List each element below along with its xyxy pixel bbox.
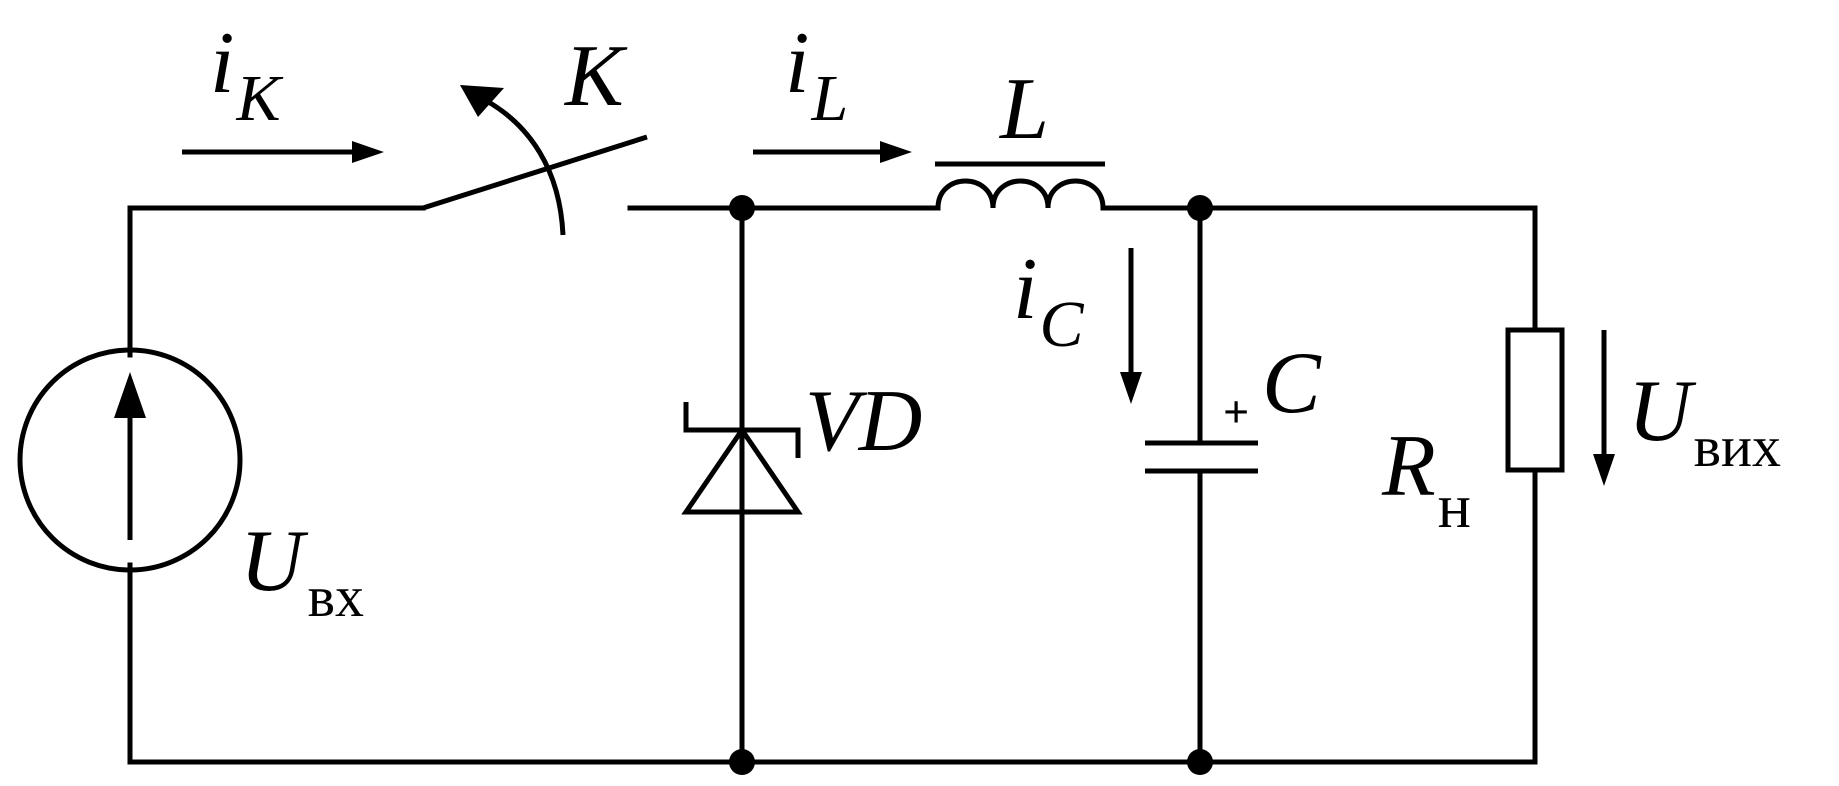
junction-dot [1187,749,1213,775]
inductor-current-symbol: i [785,15,809,112]
switch-label: K [563,28,628,125]
load-subscript: н [1438,473,1471,541]
capacitor-current: iC [1013,241,1142,404]
switch-current-subscript: K [235,62,283,135]
inductor: L [935,61,1106,209]
output-voltage-arrowhead [1593,454,1615,486]
output-voltage-subscript: вих [1694,414,1781,479]
load-label: Rн [1381,418,1471,541]
source-subscript: вх [308,564,364,629]
switch-current-arrowhead [352,141,384,163]
inductor-current: iL [753,15,912,163]
output-voltage-label: Uвих [1628,363,1781,479]
wire-source-top [127,205,426,358]
diode: VD [681,373,922,515]
source-symbol: U [240,513,309,610]
voltage-source: Uвх [17,347,364,629]
capacitor-polarity: + [1223,386,1249,437]
capacitor-label: C [1262,335,1322,432]
inductor-current-arrowhead [880,141,912,163]
source-arrow-head [114,372,146,418]
diode-triangle [681,425,803,515]
capacitor: + C [1145,335,1322,474]
wire-source-bottom [127,527,1538,765]
switch-current-symbol: i [210,15,234,112]
inductor-label: L [998,61,1049,158]
capacitor-current-subscript: C [1039,288,1084,361]
switch: K [422,28,648,236]
junctions [729,195,1213,775]
switch-blade [422,134,648,211]
switch-current: iK [182,15,384,163]
capacitor-current-symbol: i [1013,241,1037,338]
diode-label: VD [805,373,922,470]
switch-action-arrowhead [460,85,504,117]
junction-dot [729,195,755,221]
wire-inductor-to-load [1100,205,1538,333]
switch-action-arc [483,97,566,236]
inductor-coil [935,178,1106,209]
source-circle [17,347,243,573]
junction-dot [729,749,755,775]
capacitor-current-label: iC [1013,241,1084,361]
load-resistor: Rн [1381,327,1565,541]
junction-dot [1187,195,1213,221]
diode-cathode-bar [683,402,801,458]
inductor-current-subscript: L [810,62,848,135]
inductor-current-label: iL [785,15,848,135]
resistor-body [1505,327,1565,473]
capacitor-current-arrowhead [1120,372,1142,404]
switch-current-label: iK [210,15,283,135]
output-voltage-symbol: U [1628,363,1697,460]
output-voltage: Uвих [1593,330,1781,486]
source-label: Uвх [240,513,364,629]
wires [127,205,1538,765]
load-symbol: R [1381,418,1436,515]
